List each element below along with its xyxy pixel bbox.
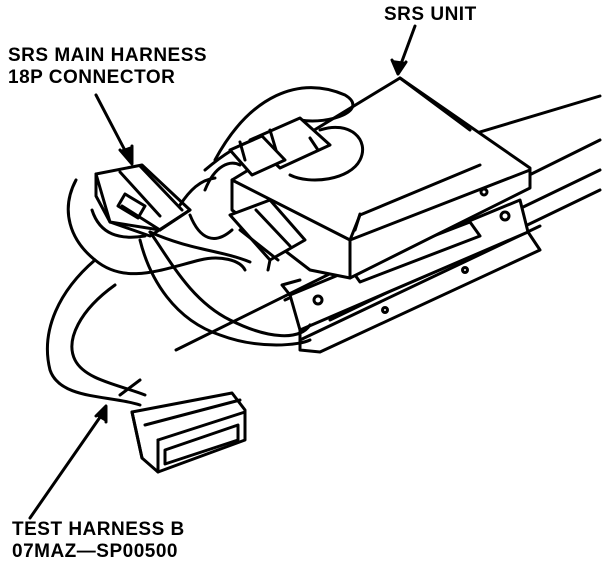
unit-side-connector xyxy=(228,198,307,272)
main-harness-label-line2: 18P CONNECTOR xyxy=(8,67,176,88)
leader-main-harness xyxy=(94,93,134,166)
main-harness-18p-connector xyxy=(94,163,192,238)
leader-srs-unit xyxy=(390,24,417,76)
main-harness-connector-label: SRS MAIN HARNESS 18P CONNECTOR xyxy=(8,45,207,89)
test-harness-label-line1: TEST HARNESS B xyxy=(12,519,185,540)
top-connector-cable xyxy=(203,86,365,182)
leader-test-harness xyxy=(28,404,108,520)
mounting-bracket xyxy=(280,198,542,354)
test-harness-b-connector xyxy=(130,391,247,474)
main-harness-label-line1: SRS MAIN HARNESS xyxy=(8,45,208,66)
srs-unit-label-text: SRS UNIT xyxy=(384,4,477,25)
test-harness-label: TEST HARNESS B 07MAZ—SP00500 xyxy=(12,519,185,563)
test-harness-label-line2: 07MAZ—SP00500 xyxy=(12,541,178,562)
test-harness-b-cable xyxy=(45,178,252,407)
srs-unit-label: SRS UNIT xyxy=(384,4,477,26)
